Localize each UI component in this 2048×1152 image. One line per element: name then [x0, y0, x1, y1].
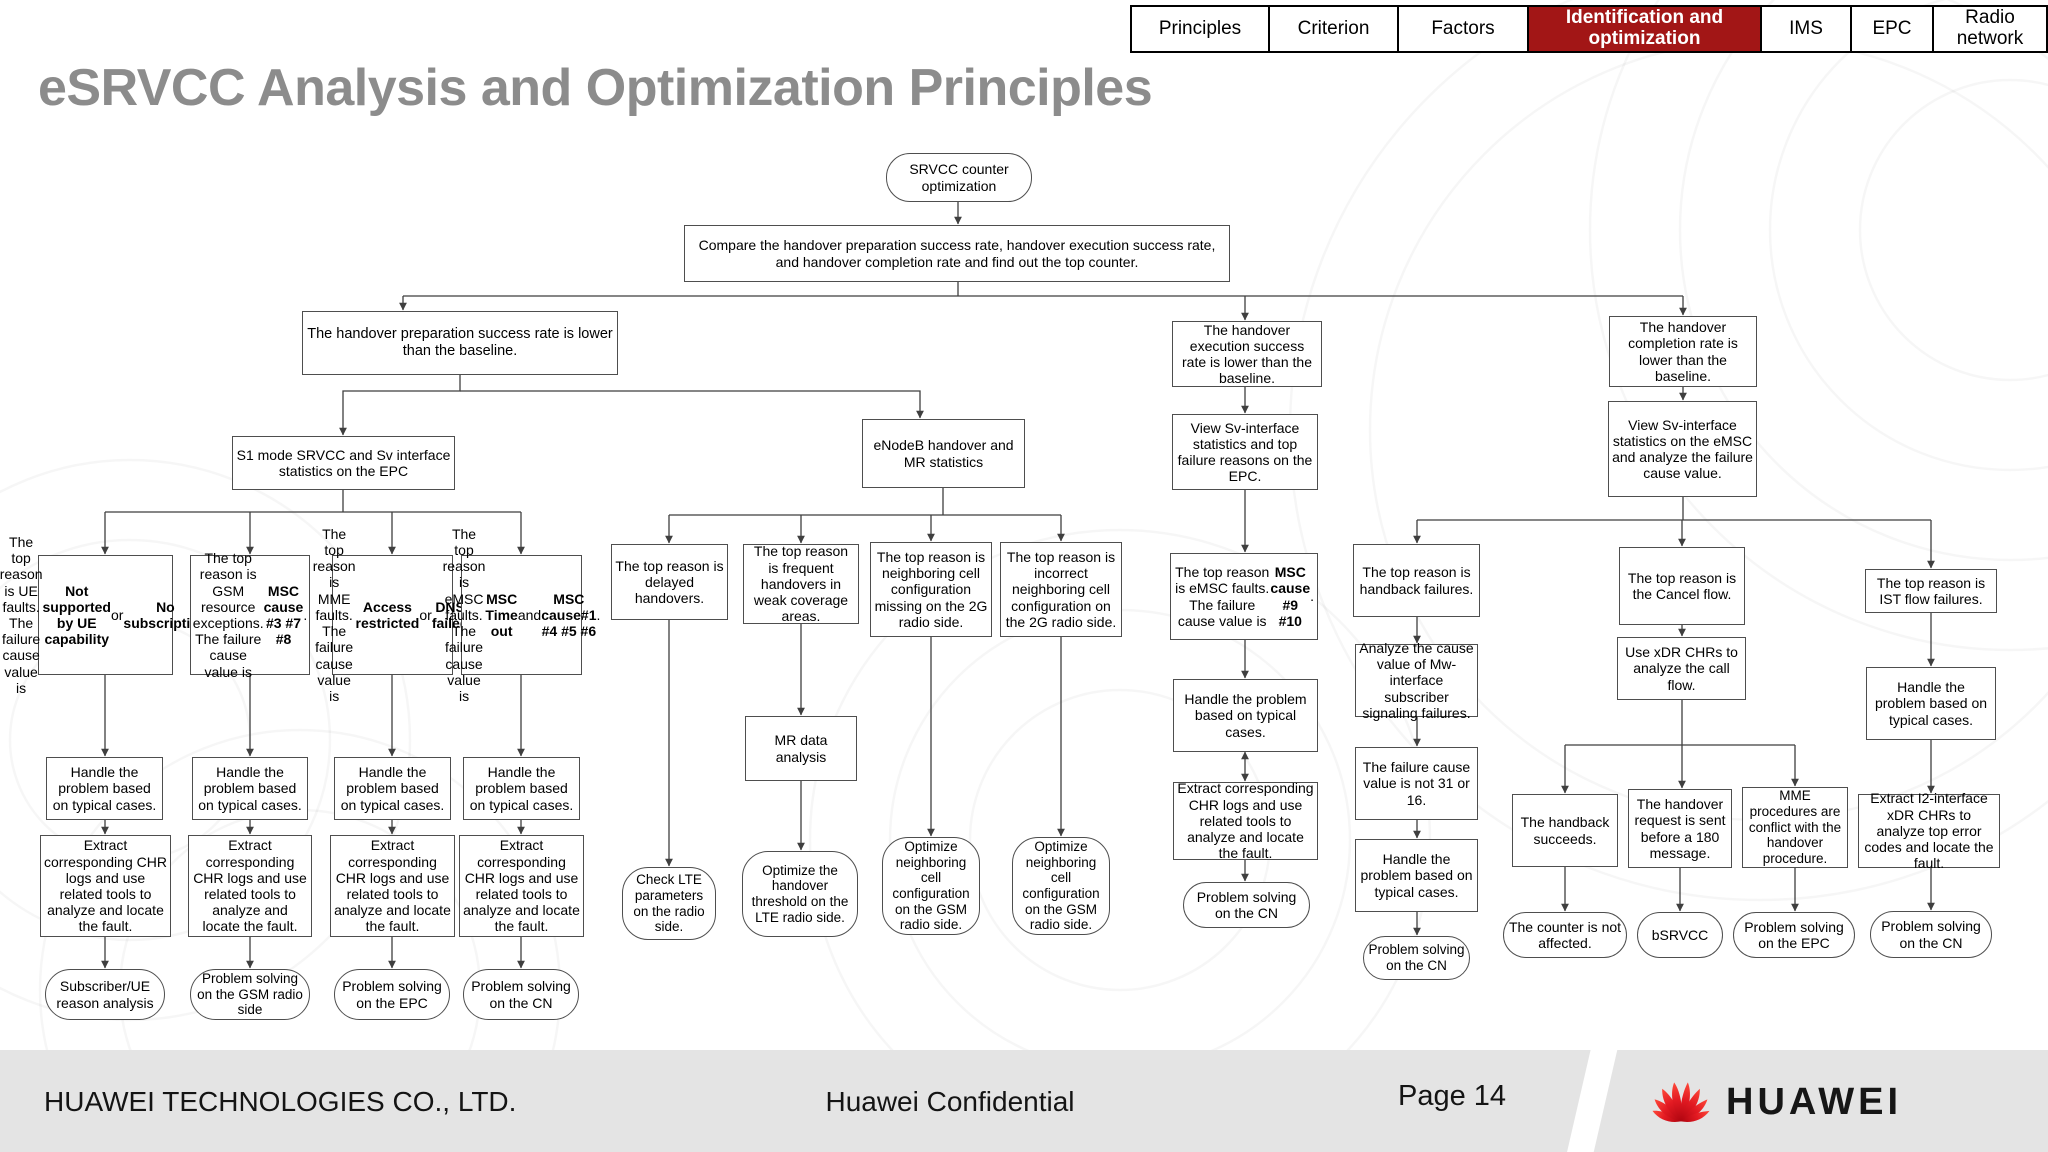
flow-node-extract-4: Extract corresponding CHR logs and use r… — [459, 835, 584, 937]
tab-factors[interactable]: Factors — [1397, 5, 1529, 53]
flow-node-term-gsm-radio: Problem solving on the GSM radio side — [190, 969, 310, 1020]
flow-node-use-xdr: Use xDR CHRs to analyze the call flow. — [1617, 637, 1746, 700]
flow-node-term-epc-2: Problem solving on the EPC — [1733, 912, 1855, 958]
tab-epc[interactable]: EPC — [1850, 5, 1934, 53]
flow-node-reason-mme: The top reason is MME faults. The failur… — [312, 525, 473, 705]
flow-node-handle-3: Handle the problem based on typical case… — [334, 757, 451, 820]
huawei-logo-text: HUAWEI — [1726, 1080, 1902, 1123]
flow-node-reason-missing: The top reason is neighboring cell confi… — [870, 542, 992, 637]
tab-radio-network[interactable]: Radio network — [1932, 5, 2048, 53]
flow-node-cause-not-31: The failure cause value is not 31 or 16. — [1355, 747, 1478, 820]
flow-node-request-180: The handover request is sent before a 18… — [1628, 789, 1732, 868]
flow-node-comp-branch: The handover completion rate is lower th… — [1609, 316, 1757, 387]
footer: HUAWEI TECHNOLOGIES CO., LTD. Huawei Con… — [0, 1034, 2048, 1152]
flow-node-extract-2: Extract corresponding CHR logs and use r… — [188, 835, 312, 937]
huawei-logo: HUAWEI — [1648, 1062, 1902, 1124]
flow-node-term-cn-3: Problem solving on the CN — [1363, 936, 1470, 980]
flow-node-extract-1: Extract corresponding CHR logs and use r… — [40, 835, 171, 937]
tab-identification-and-optimization[interactable]: Identification and optimization — [1527, 5, 1762, 53]
flow-node-reason-ue: The top reason is UE faults. The failure… — [0, 533, 211, 696]
flow-node-term-optimize-1: Optimize neighboring cell configuration … — [882, 837, 980, 935]
flow-node-term-cn-2: Problem solving on the CN — [1183, 882, 1310, 928]
flow-node-extract-5: Extract corresponding CHR logs and use r… — [1173, 780, 1318, 861]
flow-node-extract-i2: Extract I2-interface xDR CHRs to analyze… — [1858, 790, 2000, 871]
flow-node-handle-5: Handle the problem based on typical case… — [1173, 679, 1318, 752]
flow-node-view-emsc: View Sv-interface statistics on the eMSC… — [1608, 401, 1757, 497]
flow-node-reason-ist: The top reason is IST flow failures. — [1865, 569, 1997, 613]
flow-node-term-check-lte: Check LTE parameters on the radio side. — [622, 867, 716, 940]
flow-node-reason-handback: The top reason is handback failures. — [1353, 544, 1480, 617]
flow-node-handback-succeeds: The handback succeeds. — [1512, 794, 1618, 867]
flow-node-handle-7: Handle the problem based on typical case… — [1866, 667, 1996, 740]
tab-principles[interactable]: Principles — [1130, 5, 1270, 53]
flow-node-term-subscriber: Subscriber/UE reason analysis — [45, 969, 165, 1020]
flow-node-term-threshold: Optimize the handover threshold on the L… — [742, 851, 858, 937]
flow-node-s1-stats: S1 mode SRVCC and Sv interface statistic… — [232, 436, 455, 490]
flow-node-reason-delayed: The top reason is delayed handovers. — [611, 544, 728, 620]
flow-node-extract-3: Extract corresponding CHR logs and use r… — [330, 835, 455, 937]
flow-node-view-epc: View Sv-interface statistics and top fai… — [1172, 414, 1318, 490]
page-title: eSRVCC Analysis and Optimization Princip… — [38, 59, 1153, 117]
flow-node-reason-incorrect: The top reason is incorrect neighboring … — [1000, 542, 1122, 637]
flow-node-handle-2: Handle the problem based on typical case… — [192, 757, 308, 820]
flow-node-prep-branch: The handover preparation success rate is… — [302, 311, 618, 375]
flow-node-analyze-mw: Analyze the cause value of Mw-interface … — [1355, 640, 1478, 721]
tab-criterion[interactable]: Criterion — [1268, 5, 1399, 53]
footer-confidential: Huawei Confidential — [825, 1086, 1075, 1117]
huawei-flower-icon — [1652, 1082, 1710, 1122]
footer-company: HUAWEI TECHNOLOGIES CO., LTD. — [44, 1086, 517, 1117]
flow-node-handle-1: Handle the problem based on typical case… — [46, 757, 163, 820]
flow-node-exec-branch: The handover execution success rate is l… — [1172, 321, 1322, 387]
flow-node-reason-emsc-910: The top reason is eMSC faults. The failu… — [1170, 553, 1318, 640]
flow-node-mr-analysis: MR data analysis — [745, 716, 857, 781]
flow-node-reason-frequent: The top reason is frequent handovers in … — [743, 543, 859, 624]
flow-node-compare: Compare the handover preparation success… — [684, 225, 1230, 282]
flow-node-reason-gsm: The top reason is GSM resource exception… — [190, 550, 310, 680]
flow-node-start: SRVCC counter optimization — [886, 153, 1032, 202]
flow-node-enodeb-stats: eNodeB handover and MR statistics — [862, 419, 1025, 488]
flow-node-mme-conflict: MME procedures are conflict with the han… — [1742, 787, 1848, 868]
tab-ims[interactable]: IMS — [1760, 5, 1852, 53]
flow-node-reason-emsc: The top reason is eMSC faults. The failu… — [442, 525, 601, 705]
flow-node-term-cn-4: Problem solving on the CN — [1870, 911, 1992, 958]
flow-node-term-bsrvcc: bSRVCC — [1637, 912, 1723, 958]
flow-node-handle-4: Handle the problem based on typical case… — [463, 757, 580, 820]
flow-node-handle-6: Handle the problem based on typical case… — [1355, 839, 1478, 912]
flow-node-term-optimize-2: Optimize neighboring cell configuration … — [1012, 837, 1110, 935]
flow-node-term-cn-1: Problem solving on the CN — [463, 969, 579, 1020]
flow-node-reason-cancel: The top reason is the Cancel flow. — [1619, 547, 1745, 625]
flow-node-term-epc-1: Problem solving on the EPC — [334, 969, 450, 1020]
footer-page-number: Page 14 — [1398, 1080, 1507, 1112]
flow-node-term-counter: The counter is not affected. — [1503, 912, 1627, 958]
